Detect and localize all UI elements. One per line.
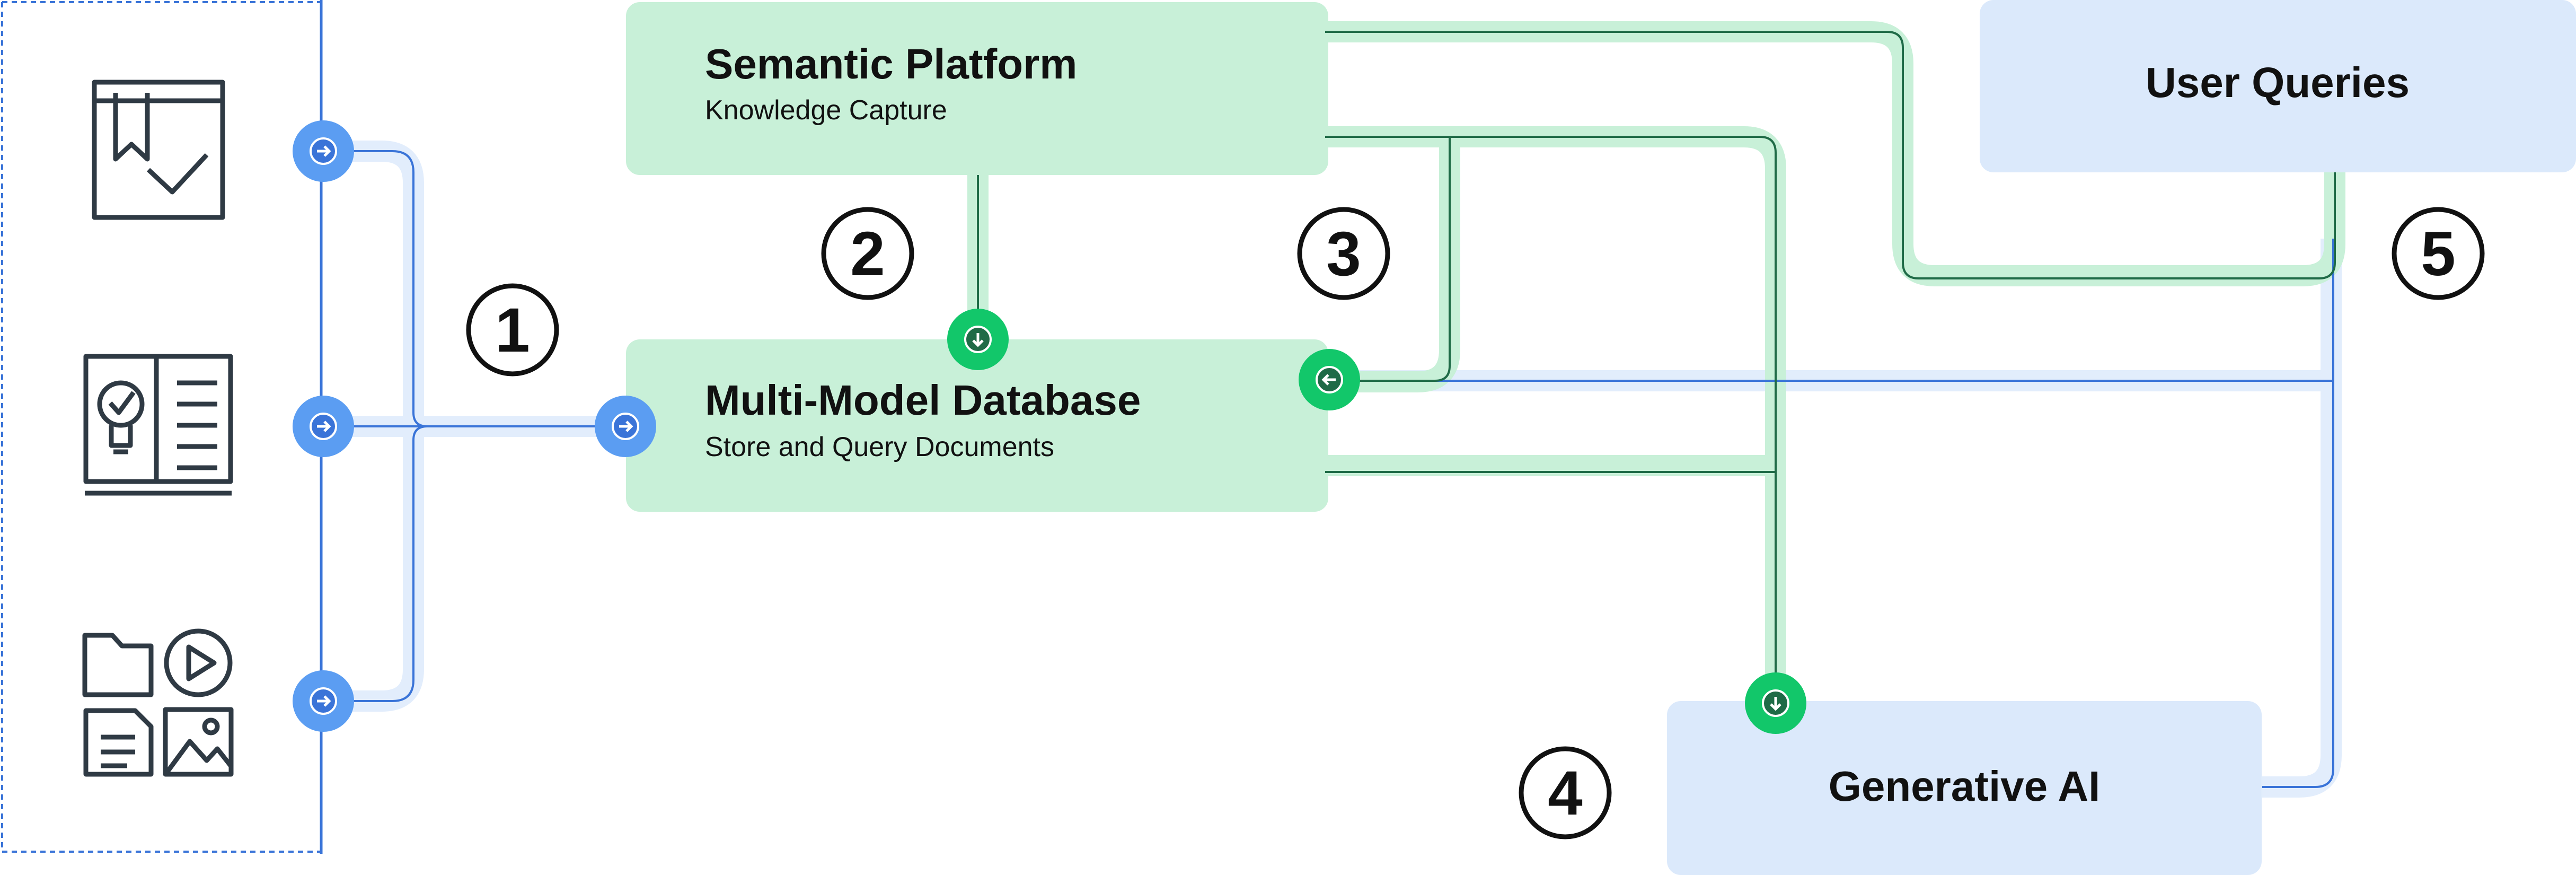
green-lines: [977, 31, 2336, 700]
multi-model-database-node[interactable]: Multi-Model Database Store and Query Doc…: [626, 339, 1328, 512]
arrow-left-icon: [1299, 349, 1360, 410]
arrow-down-icon: [947, 309, 1009, 370]
step-2-label: 2: [850, 219, 885, 289]
step-4-marker: 4: [1519, 746, 1612, 839]
arrow-right-icon: [293, 396, 354, 457]
step-1-label: 1: [495, 295, 530, 365]
step-4-label: 4: [1548, 758, 1583, 828]
green-connectors: [947, 309, 1806, 734]
step-5-marker: 5: [2392, 207, 2485, 300]
step-1-marker: 1: [466, 283, 559, 377]
semantic-platform-subtitle: Knowledge Capture: [705, 95, 947, 126]
blue-connectors: [293, 120, 656, 732]
multi-model-database-box: [626, 339, 1328, 512]
generative-ai-node[interactable]: Generative AI: [1667, 701, 2262, 875]
arrow-down-icon: [1745, 672, 1806, 734]
step-3-label: 3: [1326, 219, 1361, 289]
multi-model-database-subtitle: Store and Query Documents: [705, 432, 1054, 462]
step-5-label: 5: [2421, 219, 2456, 289]
user-queries-box: [1980, 0, 2576, 172]
generative-ai-title: Generative AI: [1829, 763, 2101, 810]
step-3-marker: 3: [1297, 207, 1390, 300]
user-queries-node[interactable]: User Queries: [1980, 0, 2576, 172]
arrow-right-icon: [595, 396, 656, 457]
sources-panel: [1, 0, 323, 854]
step-2-marker: 2: [821, 207, 914, 300]
semantic-platform-title: Semantic Platform: [705, 40, 1077, 88]
media-files-icon: [82, 628, 234, 777]
arrow-right-icon: [293, 120, 354, 182]
idea-book-icon: [83, 354, 233, 496]
semantic-platform-node[interactable]: Semantic Platform Knowledge Capture: [626, 2, 1328, 175]
generative-ai-box: [1667, 701, 2262, 875]
blue-lines: [323, 150, 2334, 788]
bookmark-checklist-icon: [92, 80, 225, 220]
semantic-platform-box: [626, 2, 1328, 175]
multi-model-database-title: Multi-Model Database: [705, 377, 1141, 424]
user-queries-title: User Queries: [2146, 59, 2410, 106]
arrow-right-icon: [293, 670, 354, 732]
